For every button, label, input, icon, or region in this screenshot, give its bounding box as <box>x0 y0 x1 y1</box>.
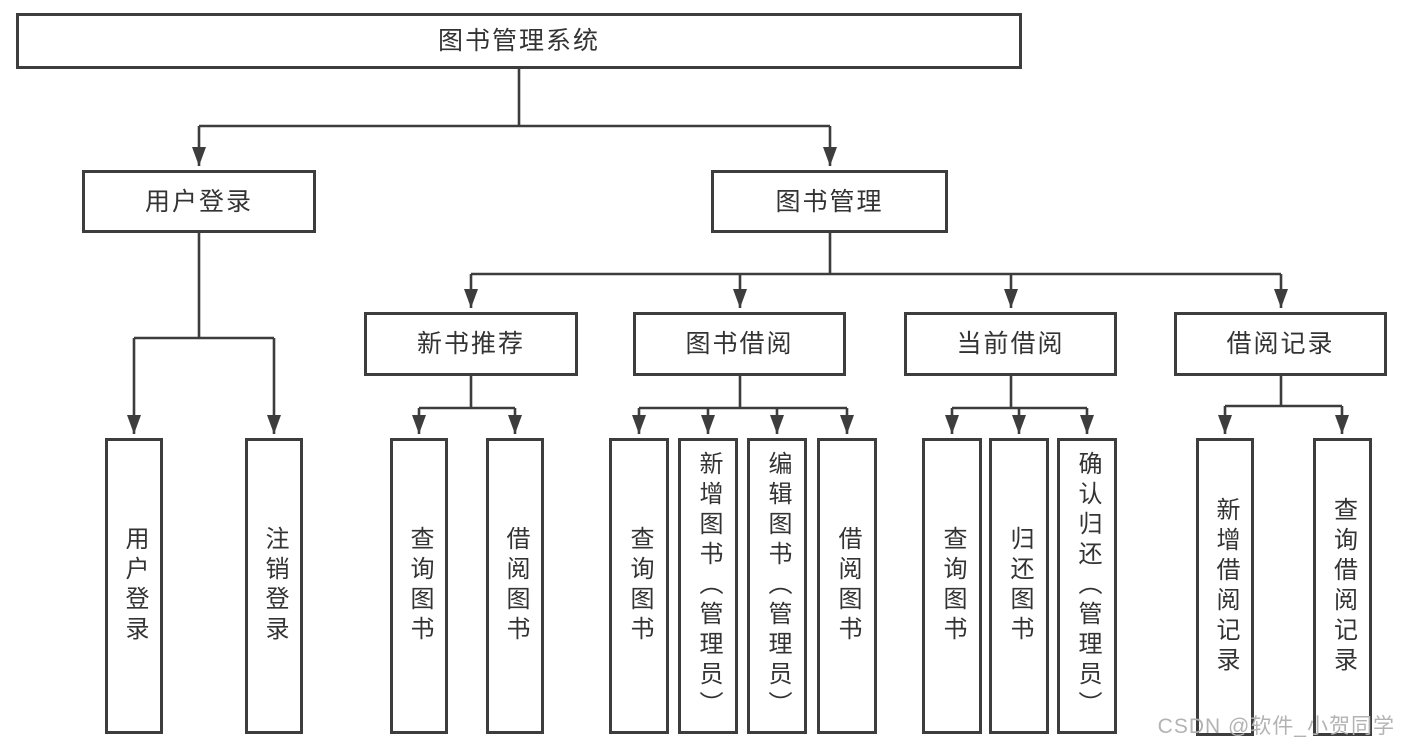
leaf-return-books: 归还图书 <box>989 438 1049 734</box>
node-new-book-recommend: 新书推荐 <box>364 312 578 376</box>
leaf-edit-books-admin: 编辑图书（管理员） <box>747 438 807 734</box>
node-book-borrowing: 图书借阅 <box>633 312 846 376</box>
leaf-borrow-books-recommend: 借阅图书 <box>486 438 544 734</box>
leaf-add-borrow-record: 新增借阅记录 <box>1196 438 1254 736</box>
node-borrowing-records: 借阅记录 <box>1174 312 1387 376</box>
leaf-user-login: 用户登录 <box>105 438 163 734</box>
leaf-confirm-return-admin: 确认归还（管理员） <box>1057 438 1117 734</box>
csdn-watermark: CSDN @软件_小贺同学 <box>1157 715 1395 738</box>
leaf-query-books-recommend: 查询图书 <box>390 438 448 734</box>
leaf-borrow-books-borrowing: 借阅图书 <box>817 438 877 734</box>
node-user-login: 用户登录 <box>82 170 316 233</box>
leaf-add-books-admin: 新增图书（管理员） <box>678 438 738 734</box>
node-library-management-system: 图书管理系统 <box>16 13 1022 69</box>
leaf-query-books-current: 查询图书 <box>922 438 982 734</box>
leaf-query-borrow-record: 查询借阅记录 <box>1313 438 1372 736</box>
leaf-query-books-borrowing: 查询图书 <box>609 438 669 734</box>
node-current-borrowing: 当前借阅 <box>904 312 1117 376</box>
leaf-logout: 注销登录 <box>245 438 303 734</box>
node-book-management: 图书管理 <box>711 170 948 233</box>
